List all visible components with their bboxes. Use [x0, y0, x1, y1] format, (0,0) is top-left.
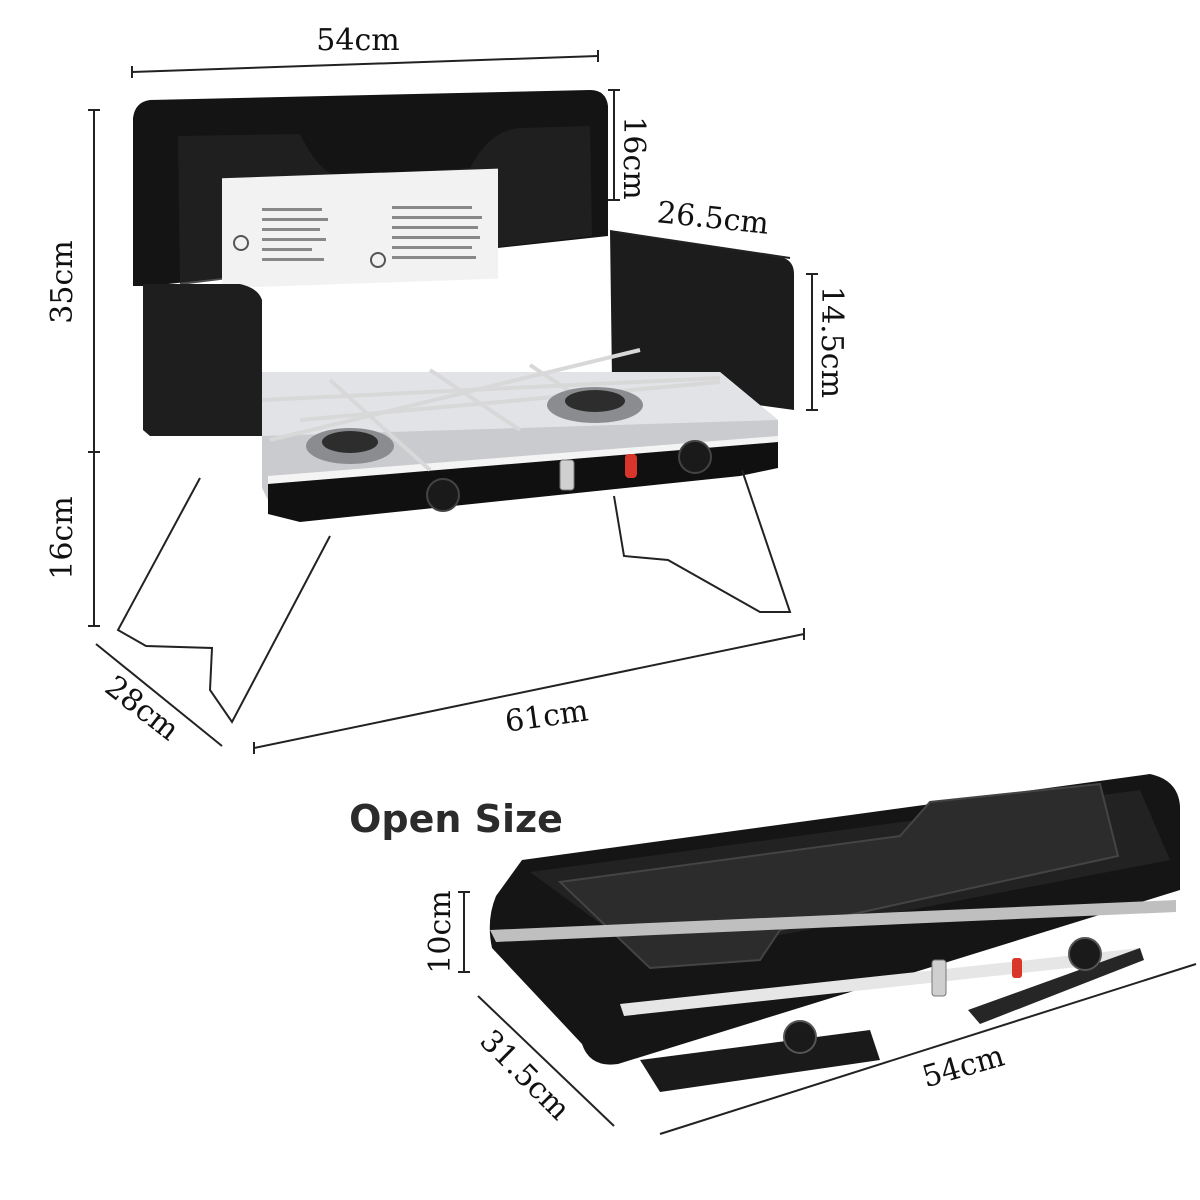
total-width-label: 61cm	[503, 693, 590, 739]
closed-stove-illustration	[489, 774, 1180, 1092]
warning-label-text-lines	[233, 206, 482, 268]
total-width-line	[253, 633, 805, 749]
closed-left-knob	[783, 1020, 817, 1054]
windscreen-depth-line	[615, 231, 791, 259]
closed-case-lower-trim	[620, 948, 1142, 1016]
open-stove-dimension-labels: 54cm 35cm 16cm 26.5cm 14.5cm 16cm 28cm 6…	[45, 23, 849, 748]
closed-latch	[931, 959, 947, 997]
closed-right-knob	[1068, 937, 1102, 971]
right-control-knob	[678, 440, 712, 474]
closed-case-leg-folded	[640, 1030, 880, 1092]
stove-chrome-trim	[268, 436, 778, 484]
lid-width-line	[131, 55, 599, 73]
stove-front-band	[268, 440, 778, 522]
latch	[559, 459, 575, 491]
closed-stove-dimension-lines	[458, 891, 1197, 1135]
left-control-knob	[426, 478, 460, 512]
lid-width-label: 54cm	[316, 23, 399, 58]
section-heading: Open Size	[349, 797, 563, 841]
open-stove-dimension-lines	[88, 50, 818, 754]
depth-line	[95, 643, 223, 747]
igniter-button	[625, 454, 637, 478]
lid-height-label: 16cm	[616, 116, 651, 199]
right-burner-head	[565, 390, 625, 412]
closed-case-right-foot	[968, 948, 1144, 1024]
closed-width-line	[659, 963, 1197, 1135]
right-windscreen	[610, 230, 794, 410]
cooking-grate	[261, 348, 721, 472]
left-burner-head	[322, 431, 378, 453]
windscreen-depth-label: 26.5cm	[655, 195, 770, 242]
left-leg	[116, 477, 331, 724]
left-windscreen	[143, 284, 262, 436]
closed-case-upper-trim	[490, 900, 1176, 942]
leg-height-label: 16cm	[45, 496, 80, 579]
windscreen-height-label: 14.5cm	[814, 286, 849, 398]
closed-depth-line	[477, 995, 615, 1127]
open-stove-illustration	[116, 90, 794, 724]
closed-igniter-button	[1012, 958, 1022, 978]
right-leg	[613, 469, 792, 613]
closed-height-label: 10cm	[423, 890, 458, 973]
total-height-label: 35cm	[45, 240, 80, 323]
